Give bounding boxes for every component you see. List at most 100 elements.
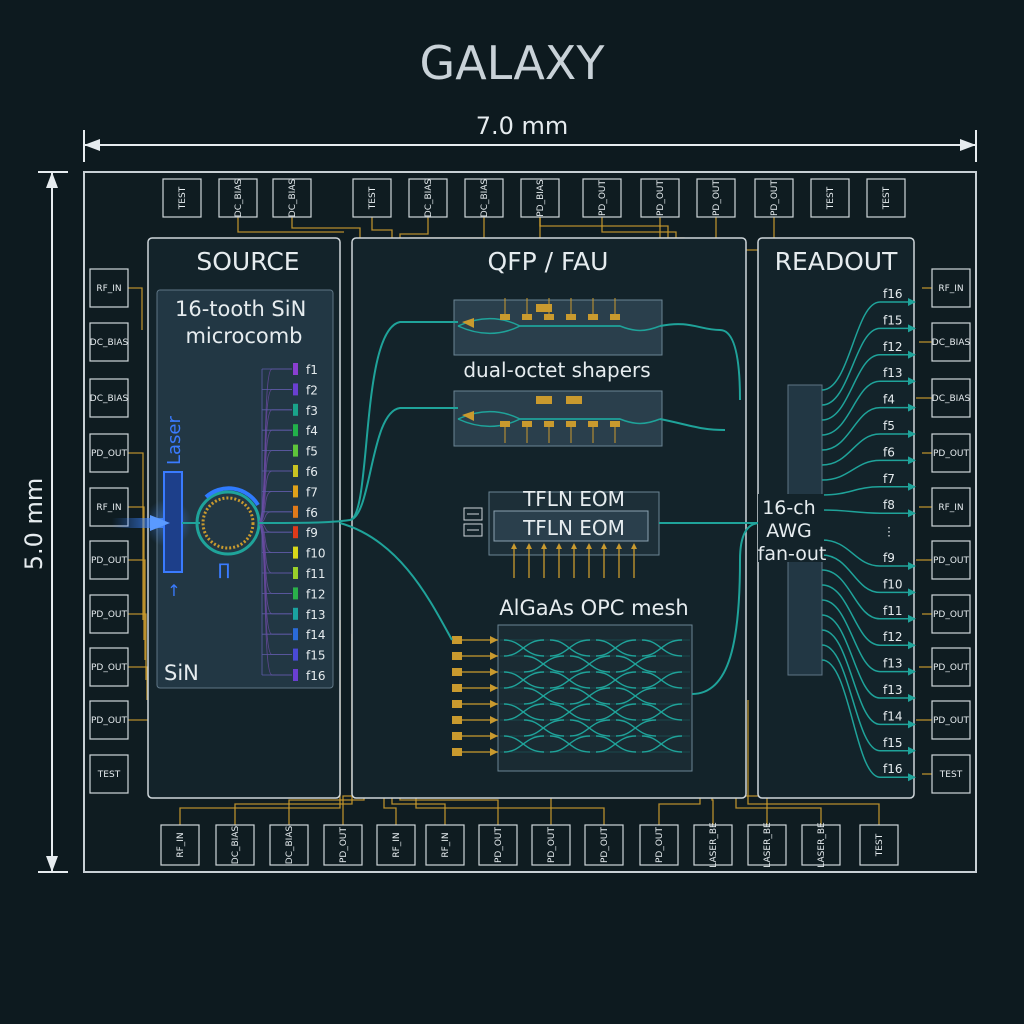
right-pad-1: RF_IN [931,268,971,308]
pad-outline [582,178,622,218]
awg-channel-waveguide [821,614,908,699]
top-pad-6: DC_BIAS [464,178,504,218]
shaper-heater [588,314,598,320]
to-mesh [339,522,453,641]
awg-channel-waveguide [821,433,908,466]
shaper-heater [566,421,576,427]
pad-label: LASER_BE [763,822,773,868]
mesh-phase-shifter [452,700,462,708]
comb-tooth-marker [293,628,298,641]
comb-tooth-marker [293,669,298,681]
pad-label: RF_IN [938,284,963,294]
awg-channel-waveguide [821,459,908,481]
awg-arrow-icon [908,509,916,518]
comb-to-shaper2 [349,407,458,521]
awg-channel-waveguide [821,599,908,673]
mesh-crossing [615,719,657,737]
awg-channel-label: f13 [883,366,903,380]
awg-channel-waveguide [821,327,908,406]
pad-label: PD_OUT [655,826,665,863]
top-pad-2: DC_BIAS [218,178,258,218]
pad-label: TEST [875,833,885,857]
pad-outline [931,268,971,308]
eom-icon [463,507,483,537]
pad-outline [931,378,971,418]
mesh-crossing [569,719,611,737]
pad-outline [639,824,679,866]
awg-arrow-icon [908,430,916,438]
mesh-crossing [641,671,683,689]
mesh-crossing [503,735,545,753]
bottom-pad-9: PD_OUT [584,824,624,866]
pad-label: DC_BIAS [234,179,244,218]
pad-outline [931,433,971,473]
right-pad-6: PD_OUT [931,540,971,580]
pad-label: TEST [939,770,963,780]
pad-label: DC_BIAS [285,826,295,865]
width-label: 7.0 mm [476,112,569,140]
mesh-crossing [569,655,611,673]
shaper-heater [566,314,576,320]
comb-tooth-marker [293,648,298,661]
pad-label: PD_OUT [91,716,128,726]
shaper-heater [522,421,532,427]
comb-tooth-marker [293,485,298,498]
top-pad-3: DC_BIAS [272,178,312,218]
mesh-crossing [549,735,591,753]
pad-label: DC_BIAS [231,826,241,865]
height-dimension [38,171,68,873]
ring-electrode-icon: ∏ [218,560,230,579]
top-pad-8: PD_OUT [582,178,622,218]
awg-arrow-icon [908,773,916,782]
mesh-phase-shifter [452,668,462,676]
mesh-crossing [549,639,591,657]
top-pad-12: TEST [810,178,850,218]
pad-outline [931,700,971,740]
material-label: SiN [164,661,199,685]
mesh-arrow-icon [490,636,498,644]
awg-arrow-icon [908,324,916,333]
pad-label: PD_OUT [933,663,970,673]
pad-outline [89,754,129,794]
awg-channel-waveguide [821,569,908,620]
pad-outline [89,540,129,580]
comb-tooth-marker [293,444,298,457]
mesh-crossing [523,687,565,705]
comb-tooth-label: f11 [306,567,326,581]
pad-outline [693,824,733,866]
top-pad-7: PD_BIAS [520,178,560,218]
pad-label: LASER_BE [709,822,719,868]
height-label: 5.0 mm [20,478,48,571]
pad-outline [640,178,680,218]
pad-outline [520,178,560,218]
awg-channel-label: f16 [883,762,903,776]
mesh-arrow-icon [490,652,498,660]
bond-pads: TEST DC_BIAS DC_BIAS TEST DC_BIAS DC_BIAS PD_B… [89,178,971,868]
bottom-pad-7: PD_OUT [478,824,518,866]
shaper-pad [566,396,582,404]
pad-outline [352,178,392,218]
awg-channel-label: f4 [883,393,895,407]
awg-channel-label: f7 [883,472,895,486]
awg-arrow-icon [908,746,916,755]
ring-inner [201,496,255,550]
mesh-crossing [523,719,565,737]
pad-label: DC_BIAS [480,179,490,218]
pad-outline [931,487,971,527]
awg-channel-label: f14 [883,709,903,723]
comb-fan-line [257,522,292,676]
pad-label: PD_OUT [494,826,504,863]
awg-arrow-icon [908,456,916,465]
pad-label: DC_BIAS [90,338,129,348]
comb-tooth-label: f5 [306,445,318,459]
left-pad-9: PD_OUT [89,700,129,740]
left-pad-5: RF_IN [89,487,129,527]
pad-label: TEST [826,186,836,210]
pad-outline [408,178,448,218]
comb-tooth-label: f15 [306,649,326,663]
pad-label: PD_OUT [933,556,970,566]
mesh-crossing [503,671,545,689]
awg-arrow-icon [908,614,916,623]
top-pad-11: PD_OUT [754,178,794,218]
qfp-title: QFP / FAU [488,247,609,276]
